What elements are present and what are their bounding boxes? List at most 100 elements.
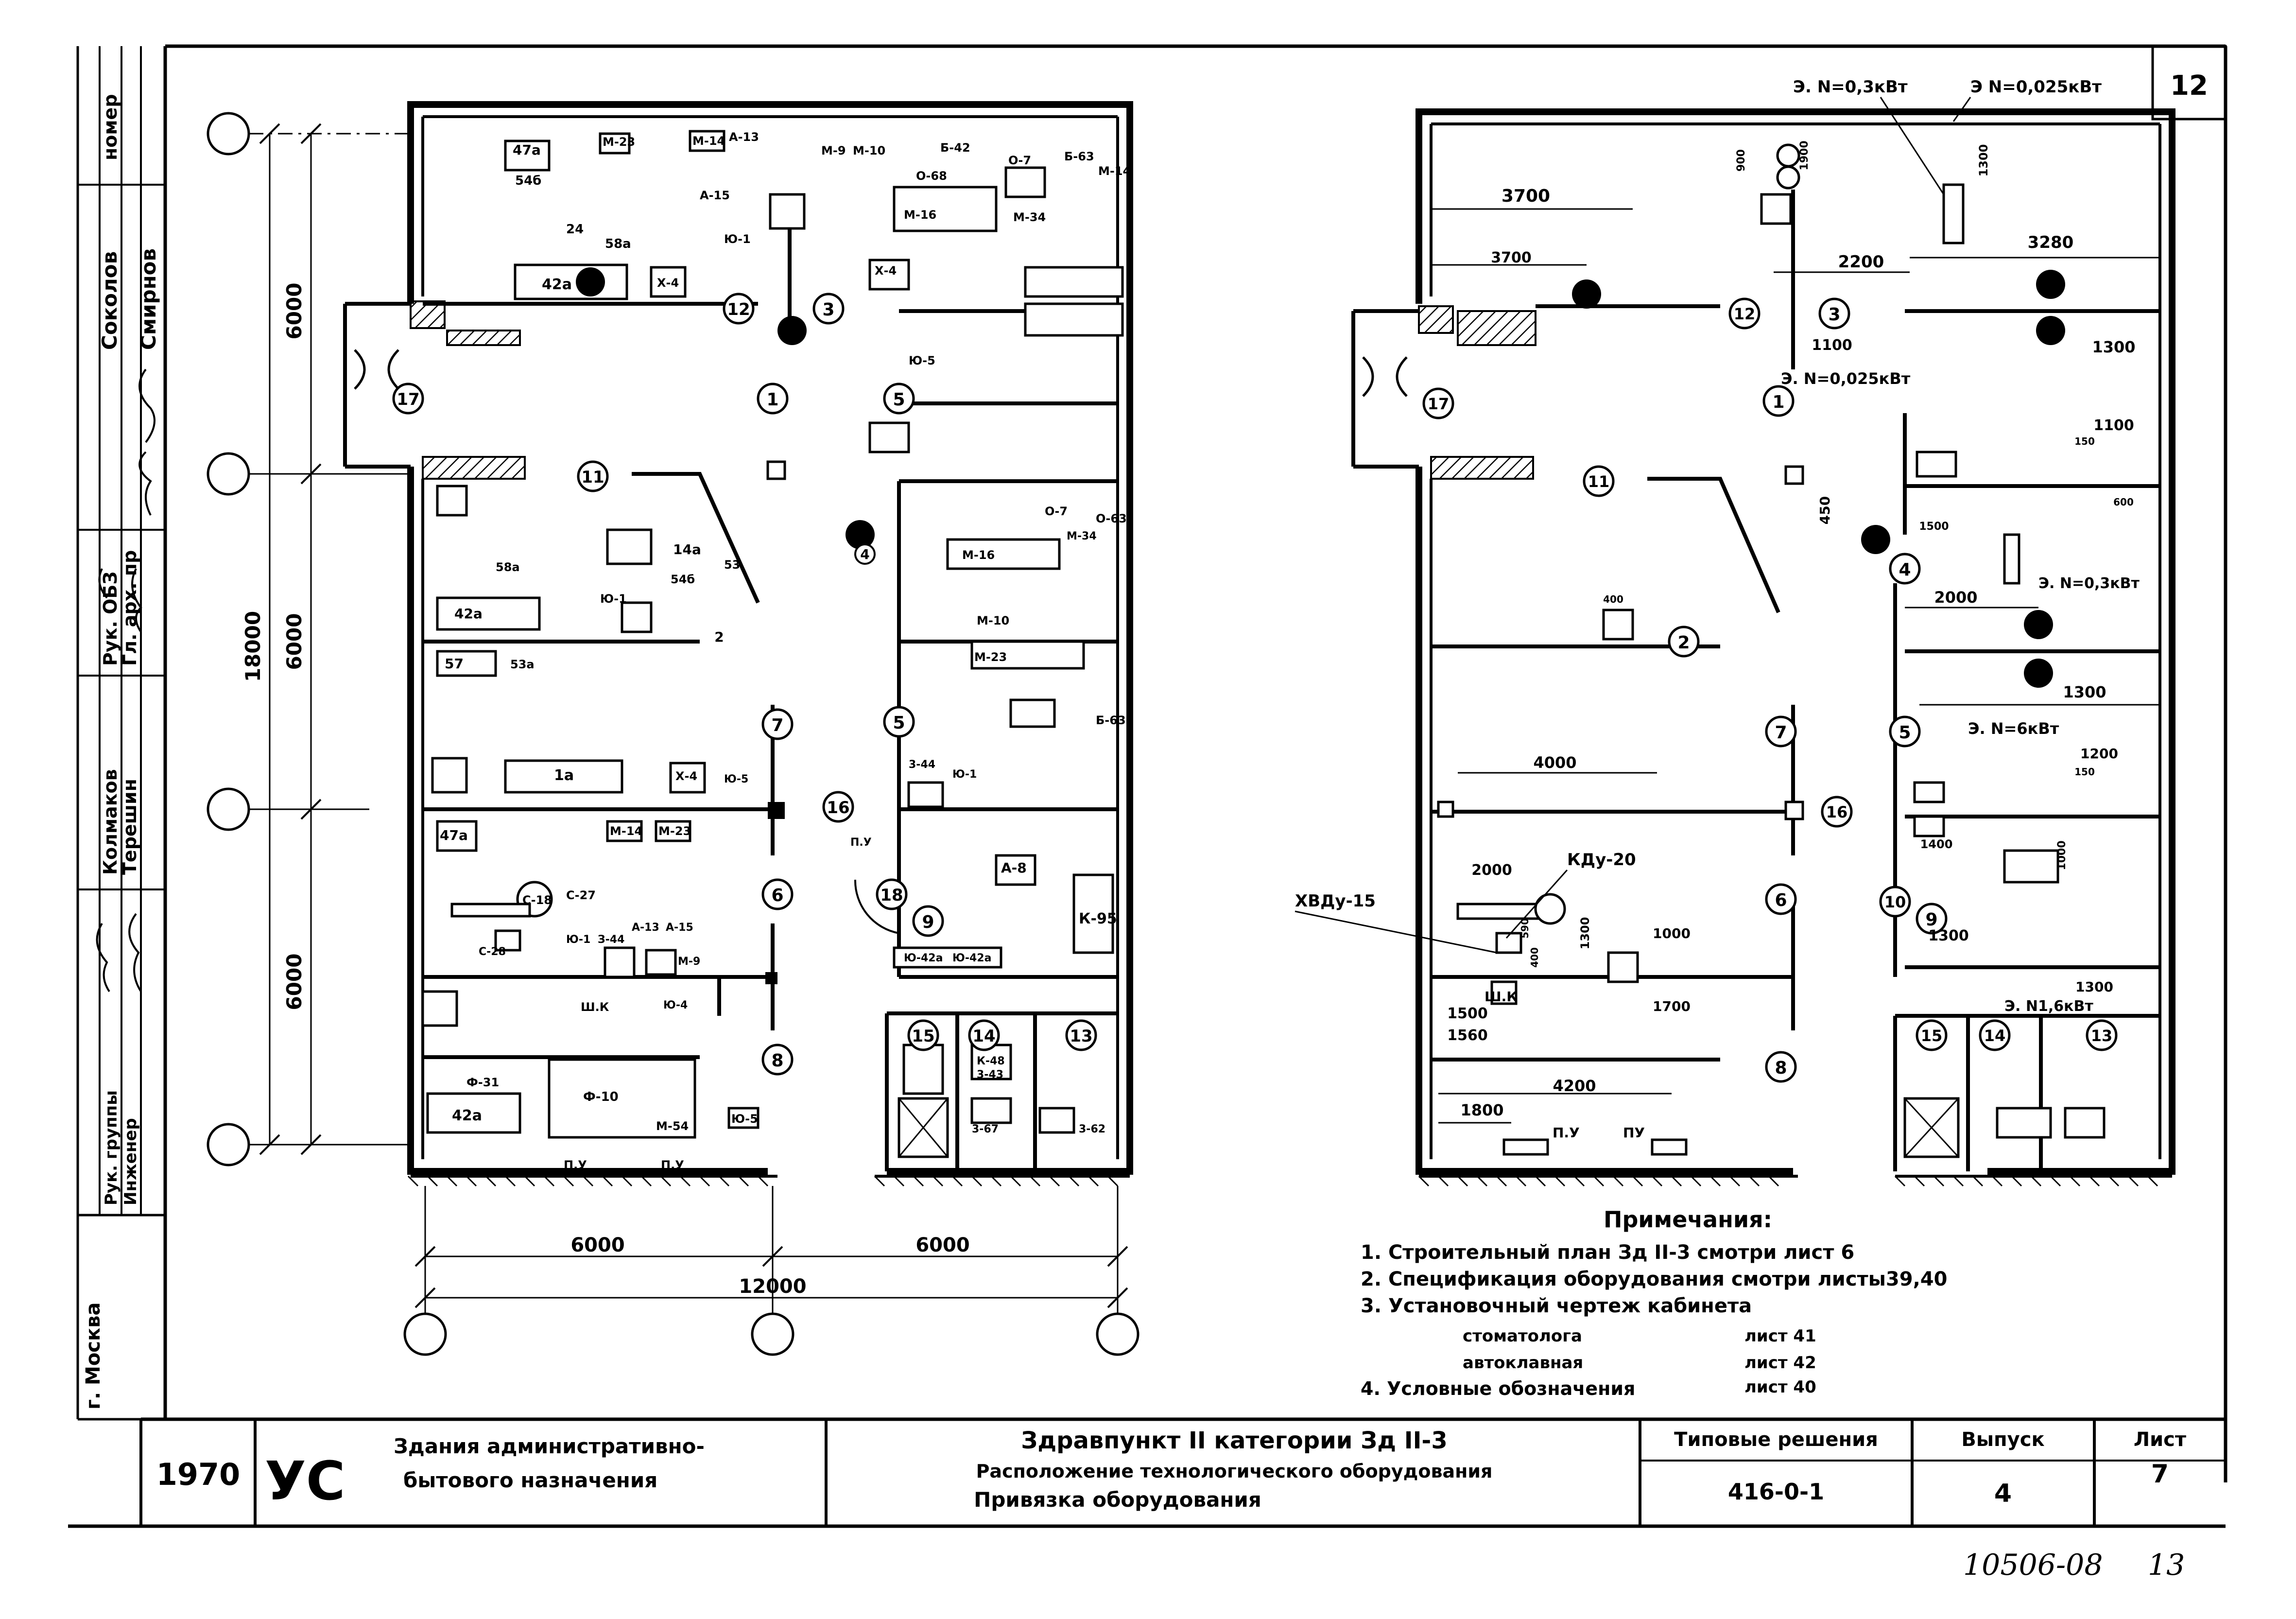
r-room-16: 16	[1826, 803, 1848, 821]
margin-name-3: Колмаков	[100, 769, 121, 875]
r-dim: 3280	[2028, 233, 2074, 252]
r-dim: 2200	[1838, 252, 1884, 272]
eq-label: З-44	[598, 934, 624, 946]
eq-label: М-10	[977, 614, 1009, 627]
eq-label: М-34	[1013, 210, 1046, 224]
note-2: 2. Спецификация оборудования смотри лист…	[1361, 1268, 1947, 1290]
eq-label: Ю-5	[909, 354, 935, 367]
eq-label: Х-4	[875, 264, 897, 278]
title-line-3: Привязка оборудования	[974, 1488, 1261, 1512]
r-dim: 4200	[1553, 1077, 1596, 1095]
eq-label: 1а	[554, 767, 574, 784]
eq-label: 53	[724, 558, 740, 572]
title-line-2: Расположение технологического оборудован…	[976, 1461, 1493, 1482]
dim-v-6000-a: 6000	[282, 283, 306, 340]
left-equipment	[421, 130, 1124, 1158]
power-label: Э. N=0,3кВт	[1793, 77, 1908, 97]
eq-label: Х-4	[675, 769, 697, 783]
handwritten-page: 13	[2148, 1548, 2185, 1582]
left-walls	[343, 101, 1133, 1187]
power-label: Э. N=6кВт	[1968, 719, 2059, 738]
room-7: 7	[771, 715, 783, 735]
r-dim: 3700	[1491, 249, 1532, 266]
eq-label: Б-42	[940, 141, 970, 155]
eq-label: С-27	[566, 888, 596, 902]
issue-label: Выпуск	[1961, 1428, 2044, 1451]
r-dim: 1500	[1447, 1005, 1488, 1022]
right-annotations: Э. N=0,3кВт Э N=0,025кВт Э. N=0,025кВт Э…	[1295, 77, 2140, 1141]
eq-label: М-23	[974, 650, 1007, 664]
room-8: 8	[771, 1051, 783, 1071]
series-value: 416-0-1	[1728, 1479, 1824, 1505]
sheet-label: Лист	[2134, 1428, 2187, 1451]
r-dim: 3700	[1502, 186, 1550, 206]
r-dim: 1300	[2092, 338, 2135, 356]
room-18: 18	[880, 886, 903, 905]
eq-label: 24	[566, 222, 584, 237]
r-dim: 1700	[1653, 998, 1691, 1014]
note-4: 4. Условные обозначения	[1361, 1378, 1635, 1399]
room-5a: 5	[893, 390, 905, 410]
r-dim: 900	[1735, 149, 1747, 172]
eq-label: Б-63	[1064, 150, 1094, 163]
eq-label: Б-63	[1096, 714, 1126, 727]
eq-label: 42а	[542, 276, 572, 293]
eq-label: 58а	[605, 237, 631, 251]
eq-label: 54б	[671, 573, 695, 586]
sheet-value: 7	[2151, 1460, 2169, 1489]
room-17: 17	[397, 390, 419, 409]
eq-label: 3-62	[1079, 1123, 1105, 1135]
eq-label: К-48	[977, 1055, 1005, 1067]
eq-label: 57	[445, 656, 464, 672]
handwritten-page-code: 10506-08 13	[1963, 1548, 2185, 1582]
power-label: Э. N=0,025кВт	[1781, 369, 1911, 388]
margin-role-1: Рук. ОБЗ	[100, 572, 121, 666]
eq-label: 3-44	[909, 759, 935, 771]
left-equipment-labels: 47а 54б М-23 М-14 А-13 М-9 М-10 Б-42 О-7…	[440, 130, 1131, 1172]
eq-label: Ю-5	[724, 773, 748, 785]
eq-label: О-63	[1096, 512, 1127, 525]
eq-label: М-14	[610, 824, 642, 838]
margin-name-1: Соколов	[98, 251, 121, 350]
margin-name-4: Терешин	[119, 779, 140, 875]
eq-label: М-14	[692, 134, 725, 148]
dim-h-12000: 12000	[739, 1275, 806, 1298]
title-logo: УС	[265, 1450, 345, 1512]
eq-label: Ф-10	[583, 1090, 619, 1104]
eq-label: С-18	[522, 893, 552, 907]
eq-label: 42а	[452, 1107, 482, 1124]
r-room-6: 6	[1775, 890, 1787, 910]
axis-markers-left	[207, 112, 1139, 1356]
r-dim: 1100	[2093, 417, 2134, 434]
left-room-markers: 1 3 5 5 6 7 8 9 11 12 13 14 15	[392, 293, 1097, 1076]
r-dim: 1900	[1798, 140, 1811, 170]
eq-label: 54б	[515, 174, 541, 188]
room-13: 13	[1070, 1027, 1092, 1046]
eq-label: Ю-1	[566, 934, 590, 946]
r-room-3: 3	[1828, 305, 1840, 325]
room-3: 3	[822, 300, 834, 320]
notes-block: Примечания: 1. Строительный план Зд II-3…	[1361, 1206, 1947, 1399]
left-floor-plan: 6000 6000 18000 6000 6000 6000 12000	[207, 101, 1139, 1356]
eq-label: М-54	[656, 1119, 689, 1133]
eq-label: 47а	[440, 827, 468, 843]
eq-label: 14а	[673, 541, 701, 557]
r-dim: 1000	[2056, 840, 2068, 870]
room-2: 2	[714, 629, 724, 645]
eq-label: Ю-4	[663, 999, 688, 1011]
eq-label: О-68	[916, 169, 947, 183]
power-label: Э N=0,025кВт	[1970, 77, 2102, 97]
eq-label: М-16	[904, 208, 936, 222]
signatures	[96, 368, 155, 992]
eq-label: М-9	[821, 144, 846, 157]
note-4-ref: лист 40	[1744, 1377, 1816, 1397]
r-room-8: 8	[1775, 1058, 1787, 1078]
room-15: 15	[912, 1027, 934, 1046]
eq-label: 42а	[454, 606, 483, 622]
eq-label: Ф-31	[466, 1076, 499, 1089]
pipe-label: ХВДу-15	[1295, 891, 1376, 911]
r-dim: 450	[1817, 496, 1833, 524]
r-room-17: 17	[1428, 395, 1450, 413]
margin-role-2: Гл. арх. пр	[119, 550, 140, 666]
r-dim: 1300	[2075, 979, 2113, 995]
